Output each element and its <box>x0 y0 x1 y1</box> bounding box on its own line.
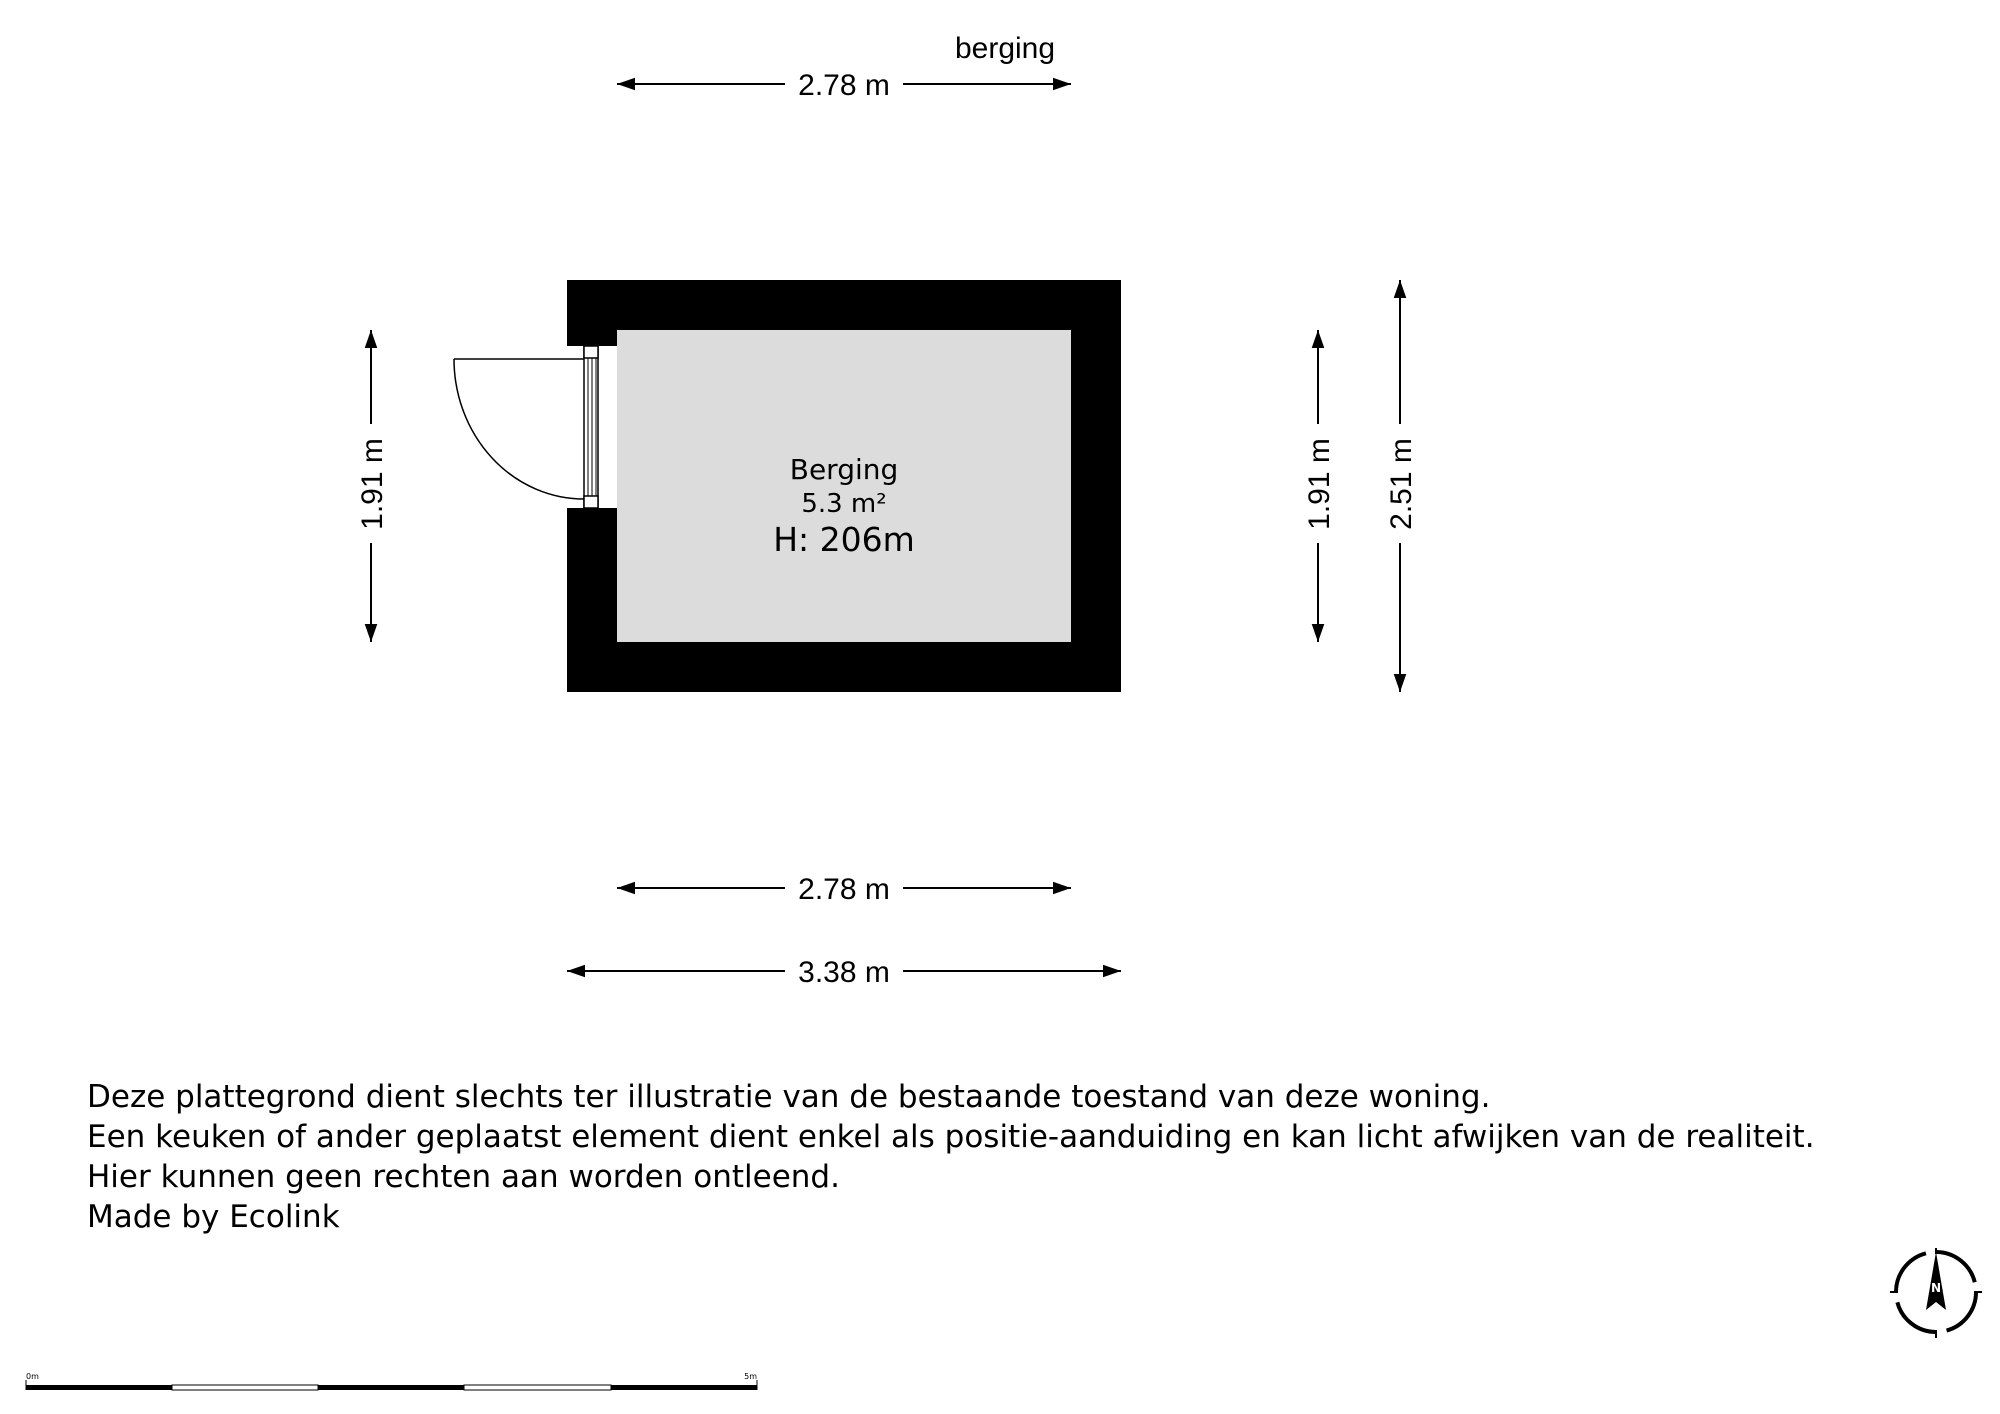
compass-needle <box>1926 1252 1946 1310</box>
dimension-right-outer-height: 2.51 m <box>1385 280 1418 692</box>
disclaimer-line-2: Een keuken of ander geplaatst element di… <box>87 1119 1815 1155</box>
dimension-left-height: 1.91 m <box>356 330 389 642</box>
dimension-bottom-outer-width: 3.38 m <box>567 956 1121 989</box>
floor-label: berging <box>955 32 1055 65</box>
dimension-top-width: 2.78 m <box>617 69 1071 102</box>
dimension-left-height-label: 1.91 m <box>356 438 389 530</box>
door-swing-arc <box>453 358 585 500</box>
dimension-right-outer-height-label: 2.51 m <box>1385 438 1418 530</box>
door <box>453 345 599 509</box>
compass-icon: N <box>1890 1248 1982 1338</box>
dimension-right-inner-height-label: 1.91 m <box>1303 438 1336 530</box>
room-name: Berging <box>790 453 899 486</box>
room-height: H: 206m <box>773 520 915 559</box>
dimension-bottom-inner-width: 2.78 m <box>617 873 1071 906</box>
dimension-bottom-inner-width-label: 2.78 m <box>798 873 890 906</box>
room-area: 5.3 m² <box>801 489 886 519</box>
dimension-top-width-label: 2.78 m <box>798 69 890 102</box>
dimension-bottom-outer-width-label: 3.38 m <box>798 956 890 989</box>
compass-north-label: N <box>1931 1281 1941 1295</box>
disclaimer: Deze plattegrond dient slechts ter illus… <box>87 1077 1815 1237</box>
disclaimer-line-3: Hier kunnen geen rechten aan worden ontl… <box>87 1159 840 1195</box>
scale-bar-start-label: 0m <box>26 1372 39 1381</box>
disclaimer-line-1: Deze plattegrond dient slechts ter illus… <box>87 1079 1491 1115</box>
scale-bar: 0m 5m <box>25 1372 758 1391</box>
room-floor <box>617 330 1071 642</box>
room-walls <box>567 280 1121 692</box>
scale-bar-end-label: 5m <box>744 1372 757 1381</box>
disclaimer-line-4: Made by Ecolink <box>87 1199 340 1235</box>
dimension-right-inner-height: 1.91 m <box>1303 330 1336 642</box>
